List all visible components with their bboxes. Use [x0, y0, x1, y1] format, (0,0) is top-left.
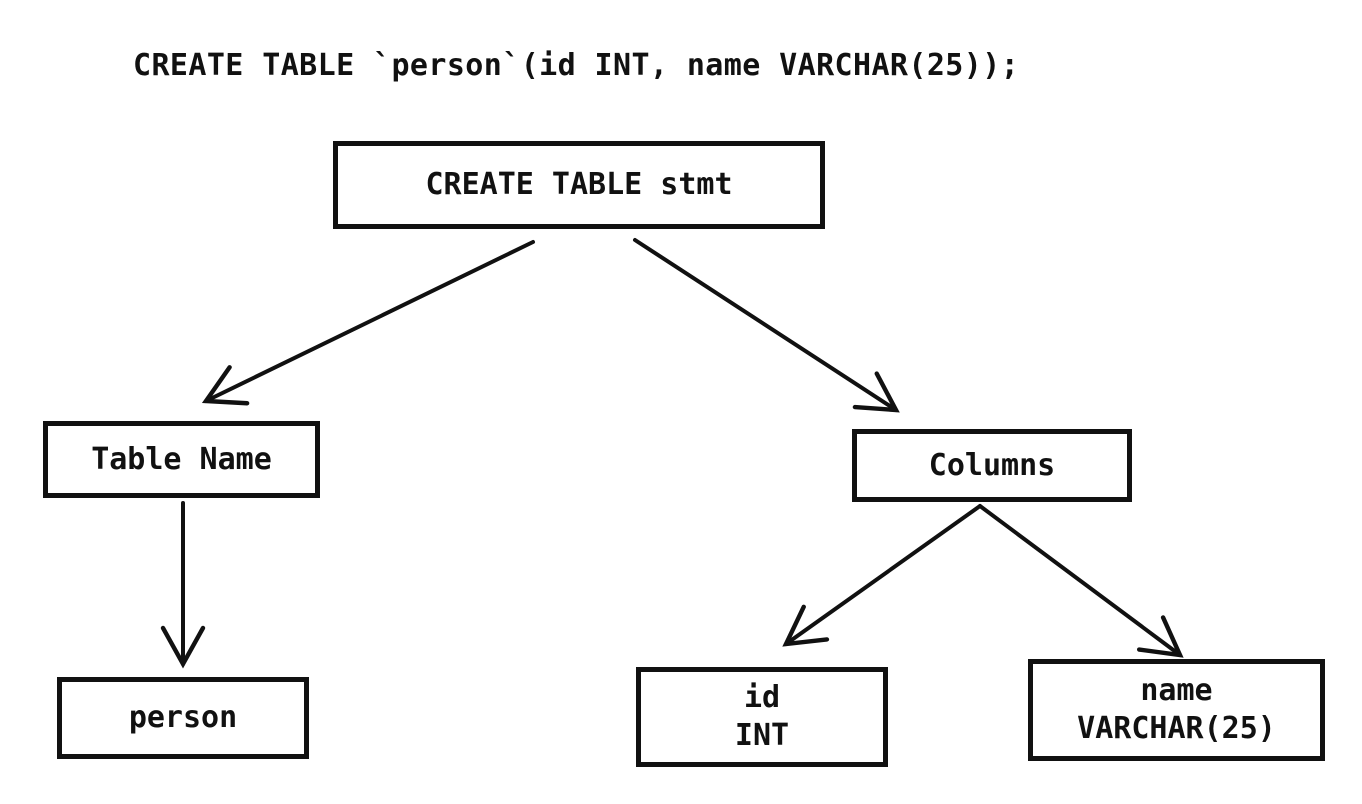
edge-columns-to-name	[978, 504, 1184, 658]
node-label: Table Name	[91, 441, 272, 477]
edge-stmt-to-table-name	[201, 240, 535, 406]
edge-stmt-to-columns	[633, 238, 900, 413]
column-name-label: id	[743, 680, 781, 715]
node-create-table-stmt: CREATE TABLE stmt	[333, 141, 825, 229]
column-type-label: VARCHAR(25)	[1077, 711, 1276, 746]
node-label: CREATE TABLE stmt	[425, 167, 733, 202]
node-person: person	[57, 677, 309, 759]
node-label: person	[128, 700, 238, 735]
node-table-name: Table Name	[43, 421, 320, 498]
node-columns: Columns	[852, 429, 1132, 502]
node-label: Columns	[928, 447, 1056, 483]
edge-columns-to-id	[782, 504, 982, 647]
sql-statement-text: CREATE TABLE `person`(id INT, name VARCH…	[133, 48, 1020, 83]
column-type-label: INT	[734, 718, 790, 753]
node-column-name: name VARCHAR(25)	[1028, 659, 1325, 761]
node-column-id: id INT	[636, 667, 888, 767]
column-name-label: name	[1140, 673, 1213, 708]
